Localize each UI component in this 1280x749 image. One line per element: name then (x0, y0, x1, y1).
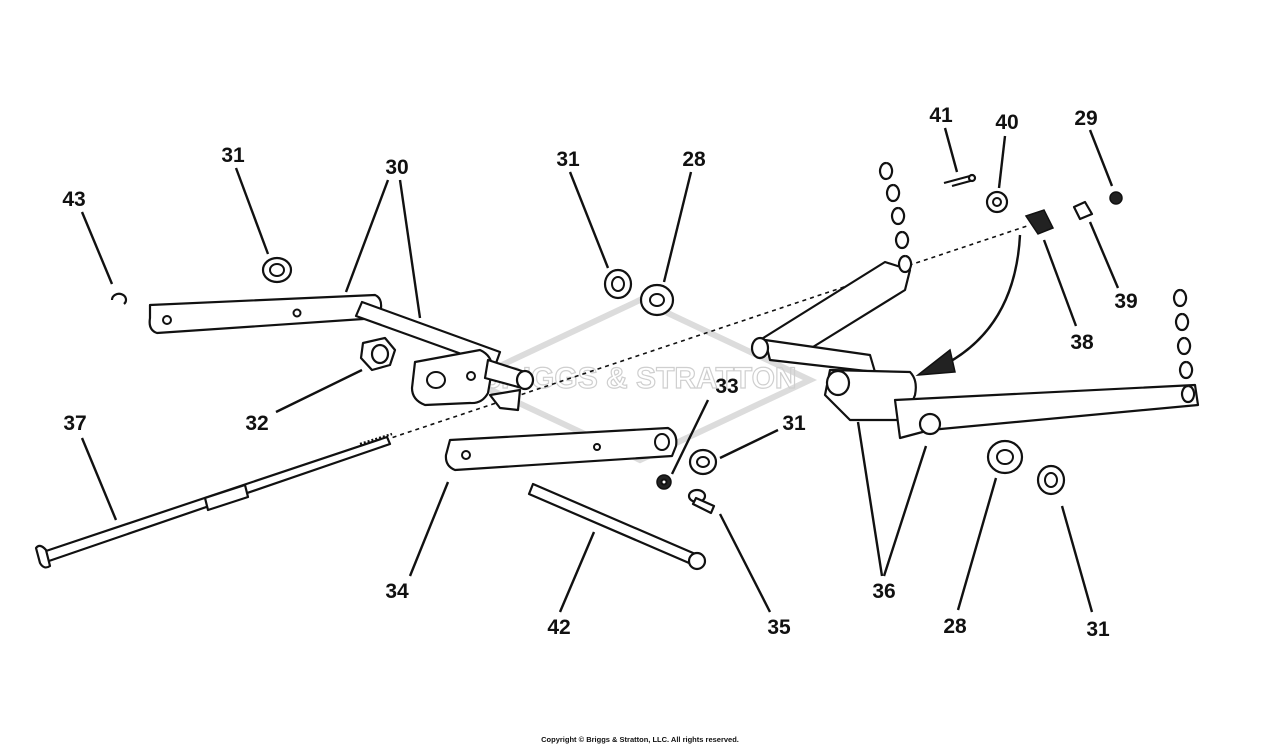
part-39-spacer (1072, 200, 1094, 221)
callout-39: 39 (1114, 290, 1137, 313)
part-29-nut (1109, 191, 1123, 205)
part-42-rod (527, 482, 707, 571)
callout-30: 30 (385, 156, 408, 179)
callout-31: 31 (1086, 618, 1110, 641)
part-41-cotter (943, 173, 977, 188)
callouts: 43 31 30 31 28 41 40 29 39 38 32 33 31 3… (62, 104, 1137, 641)
assembly-line (384, 224, 1031, 441)
callout-38: 38 (1070, 331, 1094, 354)
callout-43: 43 (62, 188, 85, 211)
part-32-nut (359, 336, 397, 372)
callout-36: 36 (872, 580, 895, 603)
part-31-washer-b (603, 268, 633, 300)
part-31-washer-a (261, 256, 293, 284)
callout-37: 37 (63, 412, 86, 435)
assembly-arrow (915, 234, 1022, 376)
part-28-washer-b (986, 439, 1024, 475)
callout-31: 31 (782, 412, 806, 435)
part-37-rod (34, 432, 393, 569)
callout-31: 31 (221, 144, 245, 167)
callout-29: 29 (1074, 107, 1097, 130)
part-31-washer-d (1036, 464, 1066, 496)
callout-31: 31 (556, 148, 580, 171)
callout-28: 28 (682, 148, 706, 171)
callout-41: 41 (929, 104, 953, 127)
copyright-notice: Copyright © Briggs & Stratton, LLC. All … (541, 735, 739, 744)
part-38-nut (1024, 209, 1055, 235)
part-30-lift-arm (148, 293, 535, 412)
part-28-washer-a (639, 283, 675, 317)
part-34-link (444, 426, 678, 472)
callout-33: 33 (715, 375, 738, 398)
part-35-pin (687, 488, 716, 515)
part-33-washer (656, 474, 672, 490)
part-36-lift-assembly (750, 161, 1200, 440)
part-43-clip (110, 292, 128, 305)
part-31-washer-c (688, 448, 718, 476)
callout-40: 40 (995, 111, 1018, 134)
callout-34: 34 (385, 580, 409, 603)
callout-42: 42 (547, 616, 570, 639)
leader-lines (80, 127, 1120, 613)
callout-32: 32 (245, 412, 268, 435)
part-40-washer (985, 190, 1009, 214)
callout-35: 35 (767, 616, 791, 639)
callout-28: 28 (943, 615, 967, 638)
